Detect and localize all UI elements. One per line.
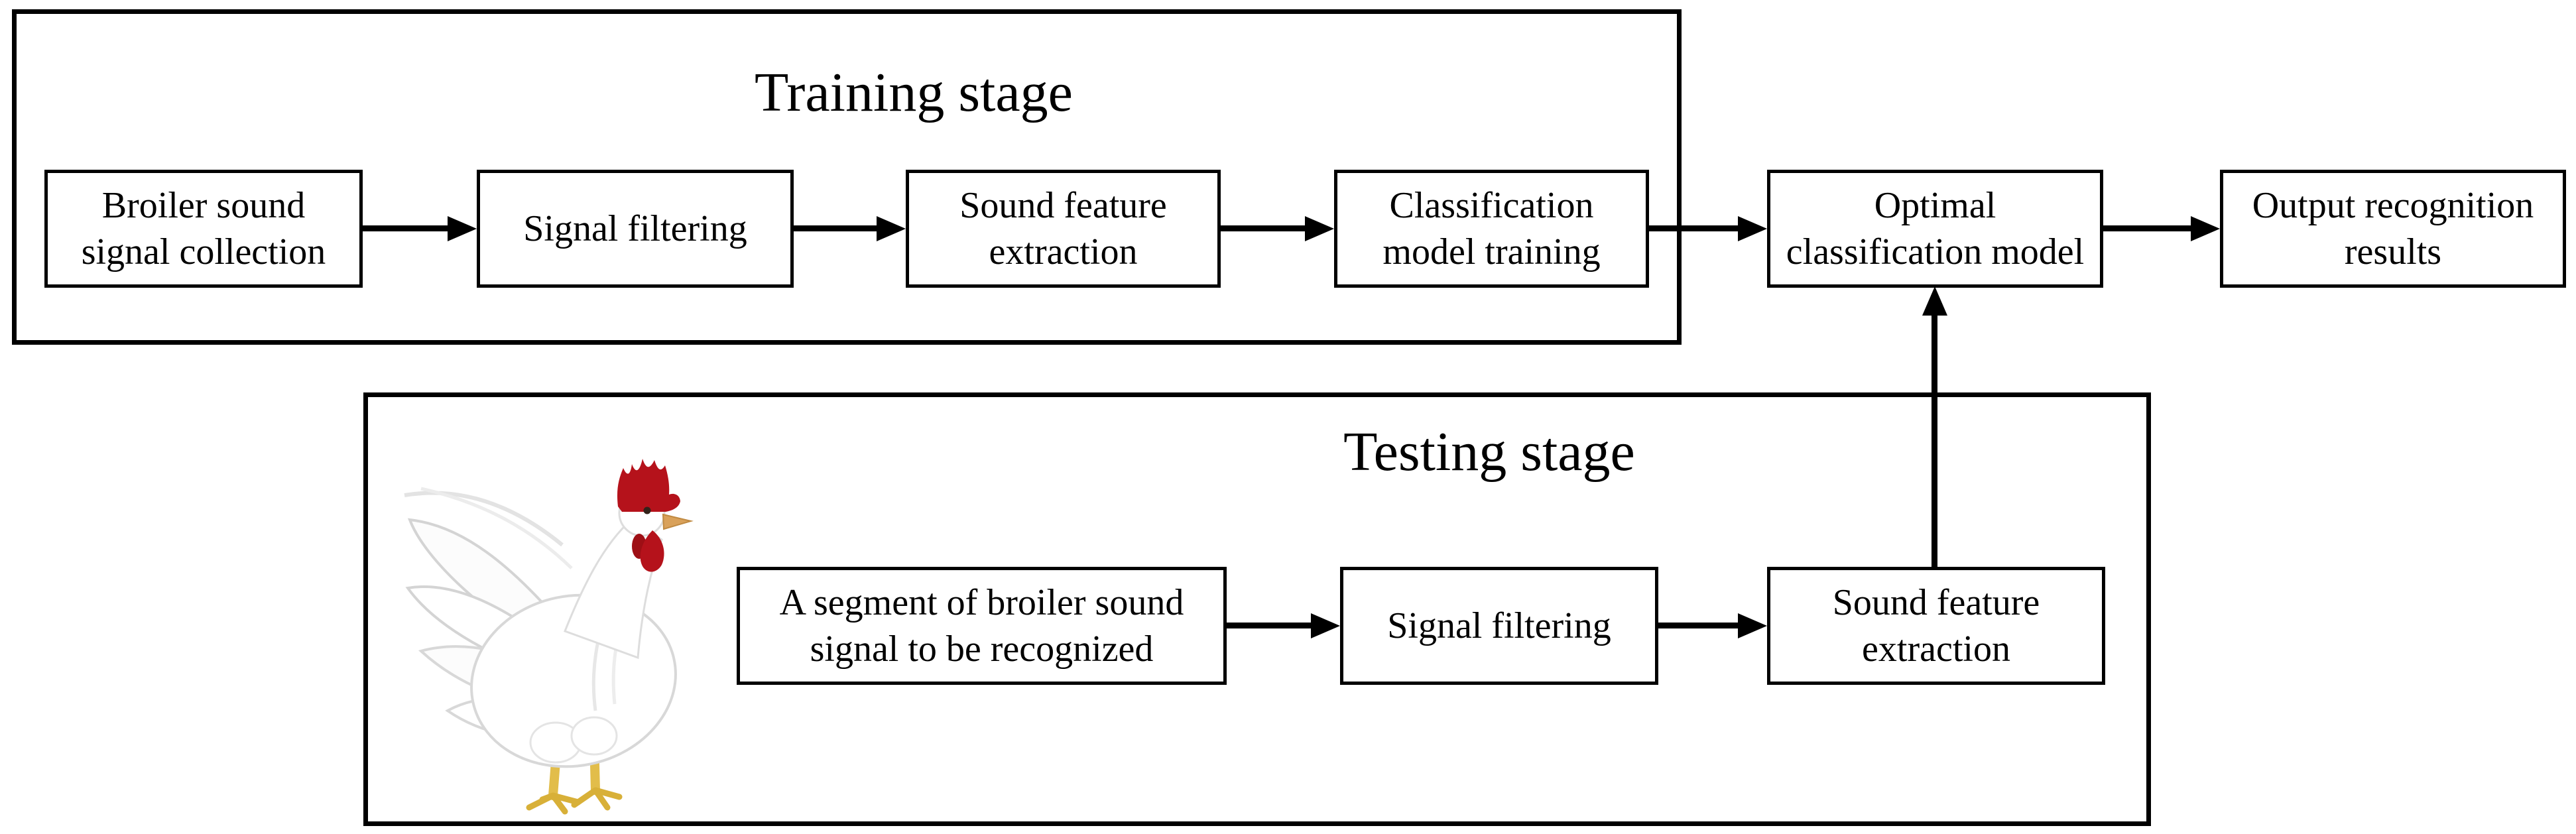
box-sound-feature-extraction-training: Sound feature extraction bbox=[906, 170, 1221, 288]
box-text-line: extraction bbox=[989, 231, 1138, 272]
arrow-shaft bbox=[2103, 225, 2193, 231]
box-text-line: Sound feature bbox=[1832, 582, 2040, 623]
box-text-line: Signal filtering bbox=[1387, 605, 1611, 646]
arrow-head-right-icon bbox=[1738, 613, 1767, 638]
box-broiler-sound-signal-collection: Broiler sound signal collection bbox=[44, 170, 363, 288]
box-text-line: classification model bbox=[1786, 231, 2085, 272]
arrow-shaft bbox=[1227, 623, 1314, 628]
box-signal-filtering-training: Signal filtering bbox=[477, 170, 794, 288]
arrow-shaft bbox=[1649, 225, 1741, 231]
rooster-beak bbox=[662, 513, 694, 530]
rooster-wattle bbox=[632, 530, 664, 572]
arrow-head-right-icon bbox=[2191, 216, 2220, 241]
box-segment-to-be-recognized: A segment of broiler sound signal to be … bbox=[737, 567, 1227, 685]
arrow-shaft bbox=[1221, 225, 1308, 231]
rooster-comb bbox=[617, 459, 680, 512]
box-text-line: Sound feature bbox=[959, 185, 1167, 226]
arrow-model-training-to-optimal bbox=[1649, 216, 1767, 241]
arrow-shaft bbox=[363, 225, 450, 231]
box-text-line: Signal filtering bbox=[523, 208, 747, 249]
box-text-line: extraction bbox=[1862, 628, 2010, 670]
box-text-line: signal to be recognized bbox=[810, 628, 1154, 670]
box-signal-filtering-testing: Signal filtering bbox=[1340, 567, 1658, 685]
arrow-shaft bbox=[1658, 623, 1741, 628]
arrow-feature-to-optimal-up bbox=[1922, 286, 1947, 567]
arrow-collection-to-filtering bbox=[363, 216, 477, 241]
box-sound-feature-extraction-testing: Sound feature extraction bbox=[1767, 567, 2105, 685]
arrow-optimal-to-output bbox=[2103, 216, 2220, 241]
arrow-filtering-to-feature bbox=[794, 216, 906, 241]
box-text-line: Output recognition bbox=[2252, 185, 2534, 226]
arrow-head-right-icon bbox=[1738, 216, 1767, 241]
box-text-line: A segment of broiler sound bbox=[779, 582, 1184, 623]
box-text-line: model training bbox=[1382, 231, 1601, 272]
training-stage-title: Training stage bbox=[755, 62, 1073, 123]
arrow-head-up-icon bbox=[1922, 286, 1947, 316]
arrow-head-right-icon bbox=[1305, 216, 1334, 241]
box-text-line: signal collection bbox=[81, 231, 326, 272]
box-optimal-classification-model: Optimal classification model bbox=[1767, 170, 2103, 288]
box-text-line: Optimal bbox=[1874, 185, 1996, 226]
box-text-line: Classification bbox=[1389, 185, 1594, 226]
arrow-filtering-to-feature-testing bbox=[1658, 613, 1767, 638]
box-text-line: Broiler sound bbox=[101, 185, 306, 226]
rooster-eye bbox=[643, 506, 651, 514]
arrow-head-right-icon bbox=[1311, 613, 1340, 638]
training-stage-container bbox=[12, 9, 1682, 345]
testing-stage-container bbox=[363, 392, 2151, 826]
arrow-feature-to-model-training bbox=[1221, 216, 1334, 241]
testing-stage-title: Testing stage bbox=[1343, 421, 1635, 483]
box-classification-model-training: Classification model training bbox=[1334, 170, 1649, 288]
box-output-recognition-results: Output recognition results bbox=[2220, 170, 2566, 288]
broiler-rooster-image bbox=[404, 459, 694, 815]
box-text-line: results bbox=[2344, 231, 2442, 272]
arrow-head-right-icon bbox=[448, 216, 477, 241]
arrow-segment-to-filtering bbox=[1227, 613, 1340, 638]
arrow-shaft bbox=[1932, 314, 1937, 567]
arrow-head-right-icon bbox=[877, 216, 906, 241]
arrow-shaft bbox=[794, 225, 879, 231]
